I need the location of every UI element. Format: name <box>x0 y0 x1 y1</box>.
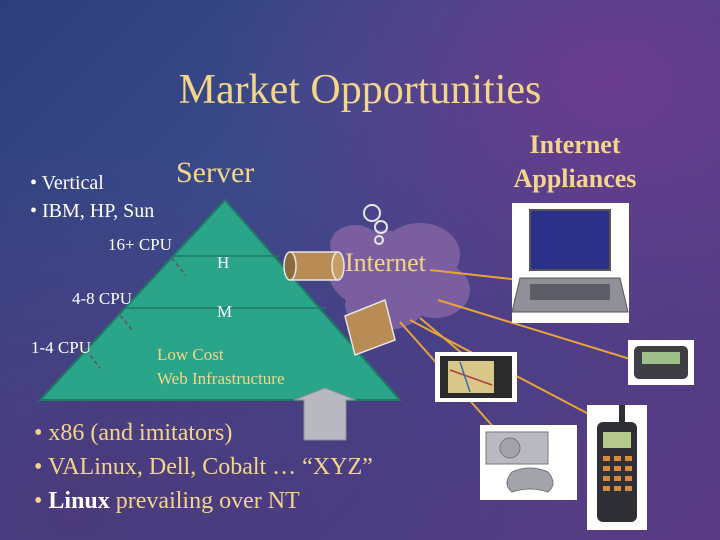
low-cost-line1: Low Cost <box>157 345 224 364</box>
bullet-linux-rest: prevailing over NT <box>109 488 300 514</box>
slide-title: Market Opportunities <box>178 67 542 113</box>
pda-icon <box>435 352 517 402</box>
cpu-label-1-4: 1-4 CPU <box>31 338 91 357</box>
pager-icon <box>628 340 694 385</box>
laptop-icon <box>511 203 629 323</box>
appliances-line2: Appliances <box>513 164 637 193</box>
bottom-bullets: • x86 (and imitators) • VALinux, Dell, C… <box>34 416 373 518</box>
bullet-vendors: • VALinux, Dell, Cobalt … “XYZ” <box>34 454 373 480</box>
low-cost-line2: Web Infrastructure <box>157 369 285 388</box>
internet-label: Internet <box>345 248 426 277</box>
up-arrow <box>293 387 357 441</box>
server-pyramid <box>37 198 403 401</box>
bullet-x86: • x86 (and imitators) <box>34 420 233 446</box>
appliances-line1: Internet <box>529 130 621 159</box>
server-label: Server <box>176 156 255 189</box>
bullet-linux: • Linux prevailing over NT <box>34 484 373 518</box>
appliances-label: Internet Appliances <box>505 128 645 196</box>
bullet-linux-bold: Linux <box>48 488 110 514</box>
bullet-ibm-hp-sun: • IBM, HP, Sun <box>30 200 155 222</box>
bullet-vertical: • Vertical <box>30 172 104 194</box>
cpu-label-16plus: 16+ CPU <box>108 235 172 254</box>
tier-high-label: H <box>217 253 230 272</box>
game-console-icon <box>480 425 577 500</box>
bullet-linux-prefix: • <box>34 488 49 514</box>
cpu-label-4-8: 4-8 CPU <box>72 289 132 308</box>
cell-phone-icon <box>587 405 647 530</box>
tier-medium-label: M <box>217 302 233 321</box>
pipe-icon-lower <box>344 298 396 356</box>
low-cost-label: Low Cost Web Infrastructure <box>157 343 284 391</box>
pipe-icon <box>283 251 345 281</box>
